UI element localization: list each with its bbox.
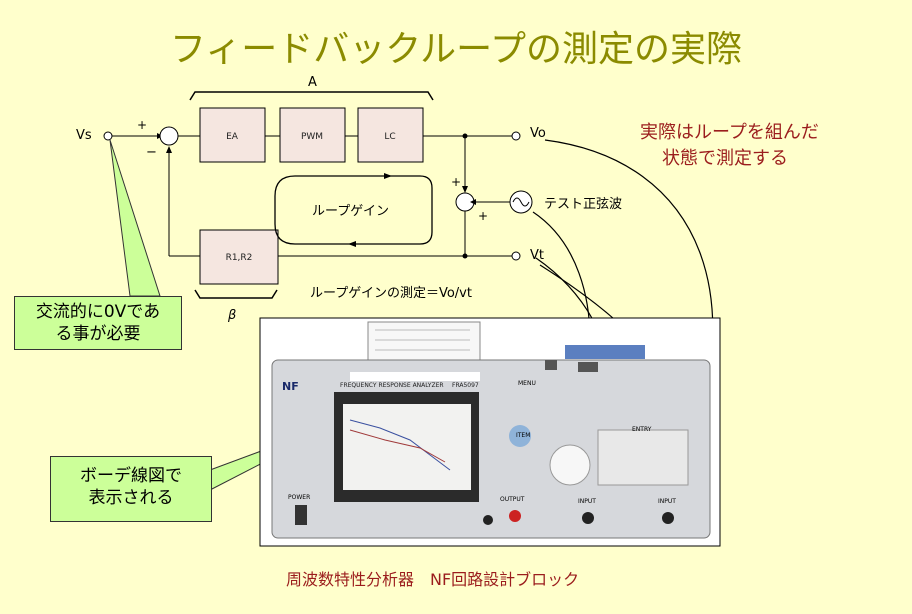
label-vt: Vt [530, 248, 544, 263]
bracket-a [189, 91, 434, 101]
loop-gain-label: ループゲイン [312, 204, 389, 219]
instrument-output: OUTPUT [500, 496, 525, 503]
callout-bode-line2: 表示される [88, 488, 174, 508]
instrument-model: FRA5097 [452, 382, 479, 389]
label-vo: Vo [530, 126, 546, 141]
label-a: A [308, 75, 317, 90]
note-actual-line2: 状態で測定する [662, 148, 788, 169]
callout-ac-line1: 交流的に0Vであ [35, 302, 161, 322]
block-ea-label: EA [226, 132, 239, 142]
page-title: フィードバックループの測定の実際 [169, 29, 743, 70]
block-lc [357, 107, 424, 163]
vo-terminal [511, 131, 521, 141]
instrument-input-1: INPUT [578, 498, 596, 505]
bracket-beta [194, 289, 278, 299]
junction1-plus: + [137, 118, 148, 132]
caption: 周波数特性分析器 NF回路設計ブロック [286, 570, 580, 589]
frequency-response-analyzer [259, 317, 721, 547]
note-actual-line1: 実際はループを組んだ [640, 122, 819, 143]
callout-ac-line2: る事が必要 [55, 324, 141, 344]
instrument-entry: ENTRY [632, 426, 652, 433]
callout-bode-line1: ボーデ線図で [80, 466, 182, 486]
block-ea [199, 107, 266, 163]
test-sine-label: テスト正弦波 [544, 197, 623, 212]
junction2-plus-bottom: + [478, 209, 489, 223]
callout-ac-pointer [109, 139, 161, 297]
vs-terminal [103, 131, 113, 141]
instrument-power: POWER [288, 494, 311, 501]
block-r1r2 [199, 229, 279, 285]
label-vs: Vs [76, 128, 92, 143]
instrument-input-2: INPUT [658, 498, 676, 505]
block-pwm [279, 107, 346, 163]
block-r1r2-label: R1,R2 [226, 253, 253, 263]
label-beta: β [228, 308, 237, 323]
summing-junction-1 [159, 126, 179, 146]
vt-terminal [511, 251, 521, 261]
callout-bode: ボーデ線図で 表示される [50, 456, 212, 522]
callout-ac-zero: 交流的に0Vであ る事が必要 [14, 296, 182, 350]
junction2-plus-top: + [451, 175, 462, 189]
block-lc-label: LC [384, 132, 395, 142]
loop-gain-path [274, 175, 433, 245]
junction1-minus: − [146, 145, 157, 160]
instrument-brand: NF [282, 380, 299, 393]
block-pwm-label: PWM [301, 132, 323, 142]
instrument-item: ITEM [516, 432, 531, 439]
instrument-analyzer-name: FREQUENCY RESPONSE ANALYZER [340, 382, 444, 389]
measure-formula: ループゲインの測定＝Vo/vt [310, 286, 472, 301]
instrument-menu: MENU [518, 380, 536, 387]
